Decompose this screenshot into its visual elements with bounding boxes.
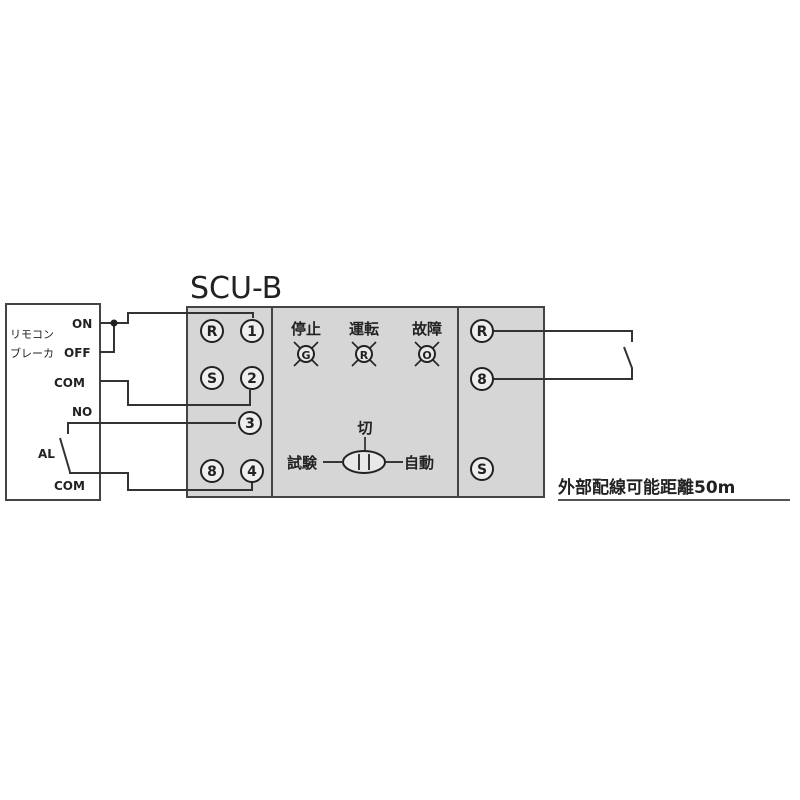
svg-text:2: 2 [247, 371, 257, 387]
diagram-title: SCU-B [190, 271, 282, 306]
right-terminal-block: R 8 S [470, 319, 494, 481]
terminal-on-label: ON [72, 317, 92, 331]
right-terminal-r: R [470, 319, 494, 343]
terminal-s: S [200, 366, 224, 390]
right-terminal-s: S [470, 457, 494, 481]
indicator-stop: 停止 G [291, 320, 321, 367]
indicator-fault-label: 故障 [412, 320, 442, 338]
indicator-stop-label: 停止 [291, 320, 321, 338]
remote-breaker-device: リモコン ブレーカ ON OFF COM NO AL COM [5, 303, 101, 501]
svg-text:8: 8 [477, 372, 487, 388]
right-terminal-8: 8 [470, 367, 494, 391]
svg-text:R: R [477, 324, 488, 340]
svg-text:3: 3 [245, 416, 255, 432]
switch-off-label: 切 [357, 419, 372, 437]
indicator-run: 運転 R [349, 320, 379, 367]
terminal-no-label: NO [72, 405, 92, 419]
svg-text:S: S [477, 462, 487, 478]
svg-text:8: 8 [207, 464, 217, 480]
switch-auto-label: 自動 [404, 454, 434, 472]
terminal-com1-label: COM [54, 376, 85, 390]
svg-text:R: R [207, 324, 218, 340]
lamp-letter: R [360, 349, 369, 362]
terminal-off-label: OFF [64, 346, 91, 360]
indicator-fault: 故障 O [412, 320, 442, 367]
svg-text:S: S [207, 371, 217, 387]
svg-text:1: 1 [247, 324, 257, 340]
breaker-label-line1: リモコン [10, 328, 54, 341]
svg-text:4: 4 [247, 464, 257, 480]
terminal-4: 4 [240, 459, 264, 483]
wires [67, 312, 633, 491]
breaker-label-line2: ブレーカ [10, 346, 54, 360]
indicator-lamps: 停止 G 運転 R 故障 O [291, 320, 442, 367]
terminal-1: 1 [240, 319, 264, 343]
rotary-switch-icon [342, 450, 386, 474]
lamp-letter: G [301, 349, 310, 362]
wiring-distance-note: 外部配線可能距離50m [558, 477, 735, 498]
terminal-3: 3 [238, 411, 262, 435]
lamp-letter: O [422, 349, 431, 362]
indicator-run-label: 運転 [349, 320, 379, 338]
terminal-r: R [200, 319, 224, 343]
left-terminal-block: R 1 S 2 3 8 4 [200, 319, 264, 483]
terminal-8: 8 [200, 459, 224, 483]
terminal-com2-label: COM [54, 479, 85, 493]
switch-test-label: 試験 [287, 454, 318, 472]
terminal-2: 2 [240, 366, 264, 390]
alarm-label: AL [38, 447, 55, 461]
junction-dot [110, 319, 118, 327]
mode-switch: 切 試験 自動 [287, 419, 434, 474]
